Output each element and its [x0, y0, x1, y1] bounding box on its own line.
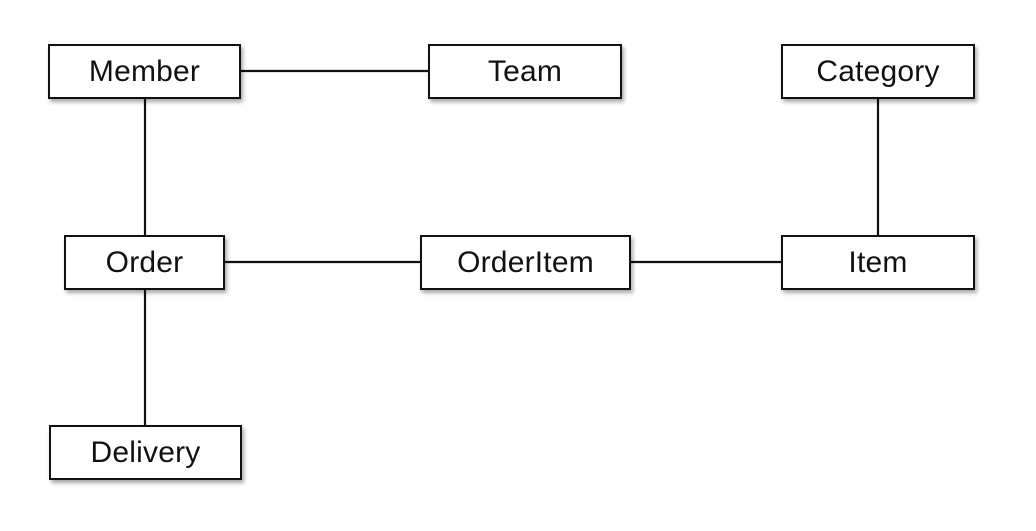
entity-member-label: Member — [88, 54, 201, 88]
entity-order[interactable]: Order — [64, 235, 225, 290]
entity-order-label: Order — [105, 245, 184, 279]
entity-team-label: Team — [487, 54, 563, 88]
entity-member[interactable]: Member — [48, 44, 241, 99]
entity-category-label: Category — [816, 54, 940, 88]
entity-orderitem-label: OrderItem — [457, 245, 594, 279]
entity-delivery-label: Delivery — [90, 435, 201, 469]
entity-orderitem[interactable]: OrderItem — [420, 235, 631, 290]
entity-item[interactable]: Item — [781, 235, 975, 290]
entity-delivery[interactable]: Delivery — [49, 425, 242, 480]
entity-team[interactable]: Team — [428, 44, 622, 99]
entity-item-label: Item — [848, 245, 908, 279]
entity-category[interactable]: Category — [781, 44, 975, 99]
